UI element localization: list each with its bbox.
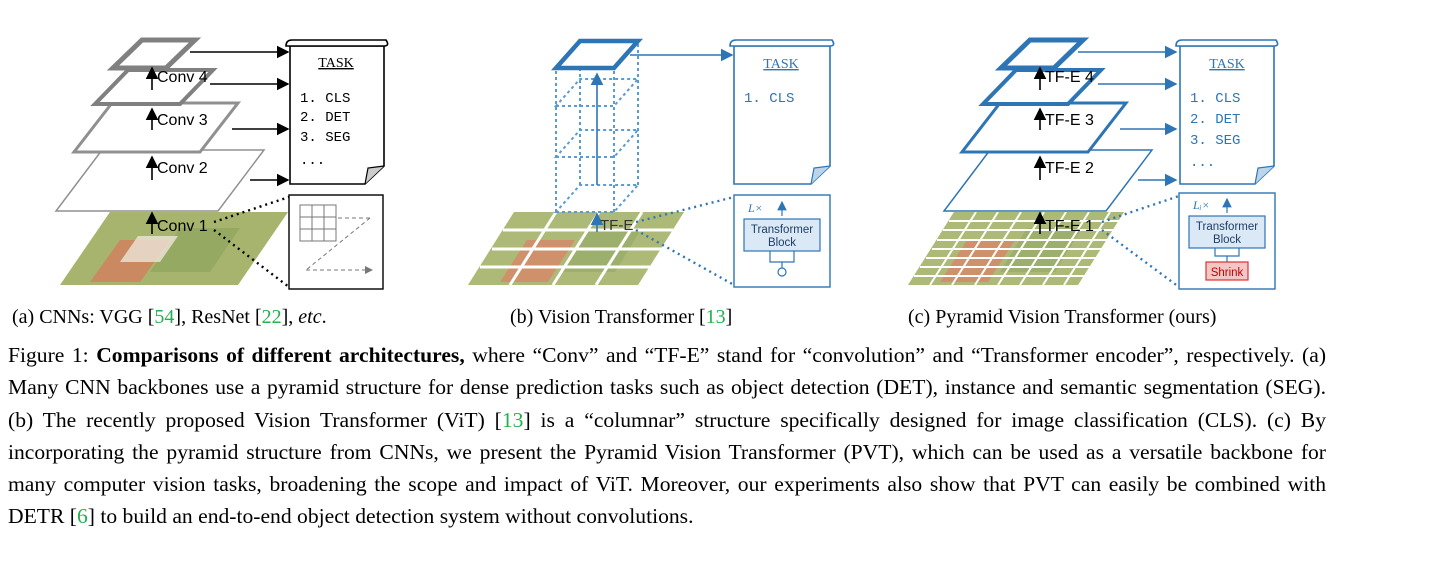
citation-link[interactable]: 13 [501, 407, 524, 432]
shrink-box [1205, 261, 1249, 281]
task-item: 3. SEG [1190, 133, 1240, 149]
subcaption-c: (c) Pyramid Vision Transformer (ours) [908, 306, 1217, 328]
task-scroll-c: TASK 1. CLS 2. DET 3. SEG ... [1175, 39, 1279, 185]
panel-c-pvt: TF-E 1 TF-E 2 TF-E 3 TF-E 4 TASK 1. CLS … [908, 37, 1279, 290]
conv4-layer [90, 68, 218, 106]
figure-caption: Figure 1: Comparisons of different archi… [8, 343, 1327, 529]
top-layer-a [106, 37, 202, 71]
task-item: ... [300, 153, 325, 169]
repeat-label: Lᵢ× [1192, 198, 1210, 212]
task-item: 2. DET [300, 110, 350, 126]
subcaption-a: (a) CNNs: VGG [54], ResNet [22], etc. [12, 306, 327, 328]
conv2-label: Conv 2 [157, 160, 208, 177]
subcaption-b: (b) Vision Transformer [13] [510, 306, 733, 328]
citation-link[interactable]: 6 [76, 504, 88, 529]
citation-link[interactable]: 54 [154, 306, 175, 328]
citation-link[interactable]: 13 [705, 306, 726, 328]
tfe2-layer [942, 149, 1154, 212]
conv1-label: Conv 1 [157, 218, 208, 235]
task-item: 2. DET [1190, 112, 1240, 128]
transformer-block-label: Transformer [1196, 221, 1258, 233]
transformer-block-label: Block [1213, 234, 1241, 246]
task-item: 1. CLS [744, 91, 794, 107]
transformer-block-label: Transformer [751, 224, 813, 236]
tfe4-layer [978, 68, 1106, 106]
top-layer-c [994, 37, 1090, 71]
conv3-layer [70, 101, 242, 154]
conv3-label: Conv 3 [157, 112, 208, 129]
tfe1-label: TF-E 1 [1045, 218, 1094, 235]
task-title-b: TASK [763, 57, 798, 72]
task-item: ... [1190, 155, 1215, 171]
task-title-c: TASK [1209, 57, 1244, 72]
transformer-encoder-box-c: Lᵢ× Transformer Block Shrink [1178, 192, 1276, 290]
conv2-layer [54, 149, 266, 212]
transformer-encoder-box-b: L× Transformer Block [733, 194, 831, 288]
red-panda-patches-b [468, 211, 684, 286]
tfe4-label: TF-E 4 [1045, 69, 1094, 86]
top-layer-b [550, 38, 644, 71]
tfe3-layer [958, 101, 1130, 154]
tfe-label-b: TF-E [600, 217, 633, 234]
panel-b-vit: TF-E TASK 1. CLS L× Transformer Block [468, 38, 835, 288]
red-panda-patches-c [908, 211, 1124, 286]
conv4-label: Conv 4 [157, 69, 208, 86]
architecture-comparison-figure: Conv 1 Conv 2 Conv 3 Conv 4 TASK 1. CLS … [54, 37, 1279, 290]
repeat-label: L× [747, 201, 763, 215]
task-item: 3. SEG [300, 130, 350, 146]
red-panda-image-a [60, 212, 288, 285]
task-scroll-a: TASK 1. CLS 2. DET 3. SEG ... [285, 39, 389, 185]
tfe2-label: TF-E 2 [1045, 160, 1094, 177]
task-item: 1. CLS [300, 91, 350, 107]
shrink-label: Shrink [1211, 267, 1244, 279]
task-item: 1. CLS [1190, 91, 1240, 107]
transformer-block-label: Block [768, 237, 796, 249]
tfe3-label: TF-E 3 [1045, 112, 1094, 129]
citation-link[interactable]: 22 [261, 306, 282, 328]
task-title-a: TASK [318, 56, 353, 71]
panel-a-cnn: Conv 1 Conv 2 Conv 3 Conv 4 TASK 1. CLS … [54, 37, 389, 290]
convolution-detail-box [288, 194, 384, 290]
task-scroll-b: TASK 1. CLS [729, 39, 835, 185]
